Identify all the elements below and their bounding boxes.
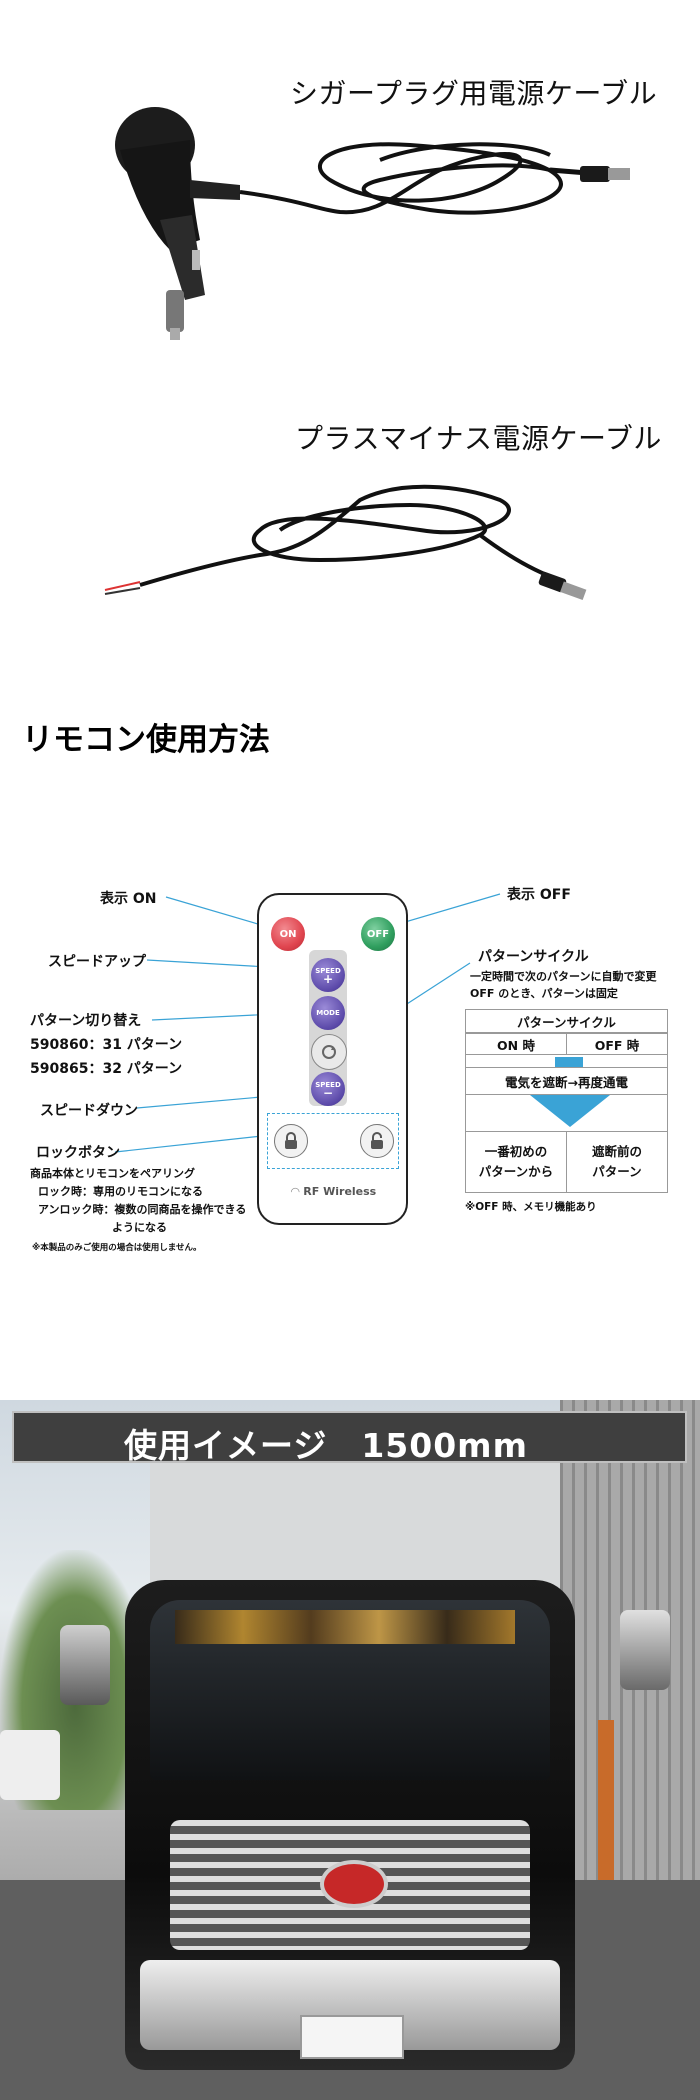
lock-button-area [267,1113,399,1169]
label-display-off: 表示 OFF [507,887,571,903]
lock-desc-3: アンロック時：複数の同商品を操作できる [38,1203,247,1216]
lock-icon[interactable] [274,1124,308,1158]
label-display-on: 表示 ON [100,891,157,907]
plus-minus-cable-image [104,484,587,601]
lock-desc-1: 商品本体とリモコンをペアリング [30,1167,195,1180]
label-pattern-b: 590865：32 パターン [30,1061,183,1077]
cycle-table-on-result: 一番初めの パターンから [465,1131,567,1193]
cycle-table-on-col: ON 時 [465,1033,567,1055]
cigar-plug-cable-image [115,107,630,340]
label-speed-up: スピードアップ [48,954,146,970]
plus-minus-cable-caption: プラスマイナス電源ケーブル [295,422,662,455]
cycle-table-cut-power: 電気を遮断→再度通電 [465,1067,668,1095]
mode-button[interactable]: MODE [311,996,345,1030]
usage-banner: 使用イメージ 1500mm [12,1411,687,1465]
remote-section-heading: リモコン使用方法 [22,722,270,758]
rf-wireless-label: ◠ RF Wireless [291,1185,377,1198]
van [0,1730,60,1800]
cycle-table-gap [465,1055,668,1067]
label-lock-button: ロックボタン [36,1145,120,1161]
speed-down-button[interactable]: SPEED − [311,1072,345,1106]
right-mirror [620,1610,670,1690]
label-pattern-cycle: パターンサイクル [478,949,589,965]
truck-emblem [320,1860,388,1908]
cycle-table-note: ※OFF 時、メモリ機能あり [465,1201,597,1213]
on-button[interactable]: ON [271,917,305,951]
footnote: ※本製品のみご使用の場合は使用しません。 [32,1243,202,1253]
remote-control: ON OFF SPEED + MODE SPEED − ◠ RF Wireles… [257,893,408,1225]
off-button[interactable]: OFF [361,917,395,951]
left-mirror [60,1625,110,1705]
wifi-icon: ◠ [291,1185,304,1198]
cycle-table-arrow-area [465,1095,668,1131]
lock-desc-2: ロック時：専用のリモコンになる [38,1185,203,1198]
unlock-icon[interactable] [360,1124,394,1158]
cycle-icon [322,1045,336,1059]
callout-line-lock [114,1135,263,1153]
label-speed-down: スピードダウン [40,1103,138,1119]
lock-desc-4: ようになる [112,1221,167,1234]
label-pattern-switch: パターン切り替え [30,1013,142,1029]
cycle-table-off-col: OFF 時 [566,1033,668,1055]
pattern-cycle-desc-2: OFF のとき、パターンは固定 [470,987,618,1000]
led-sign [175,1610,515,1644]
pattern-cycle-desc-1: 一定時間で次のパターンに自動で変更 [470,970,657,983]
usage-photo [0,1400,700,2100]
cycle-table-off-result: 遮断前の パターン [566,1131,668,1193]
speed-up-button[interactable]: SPEED + [311,958,345,992]
license-plate [300,2015,404,2059]
label-pattern-a: 590860：31 パターン [30,1037,183,1053]
cycle-table-title: パターンサイクル [465,1009,668,1033]
cigar-cable-caption: シガープラグ用電源ケーブル [290,77,658,110]
pattern-cycle-button[interactable] [311,1034,347,1070]
